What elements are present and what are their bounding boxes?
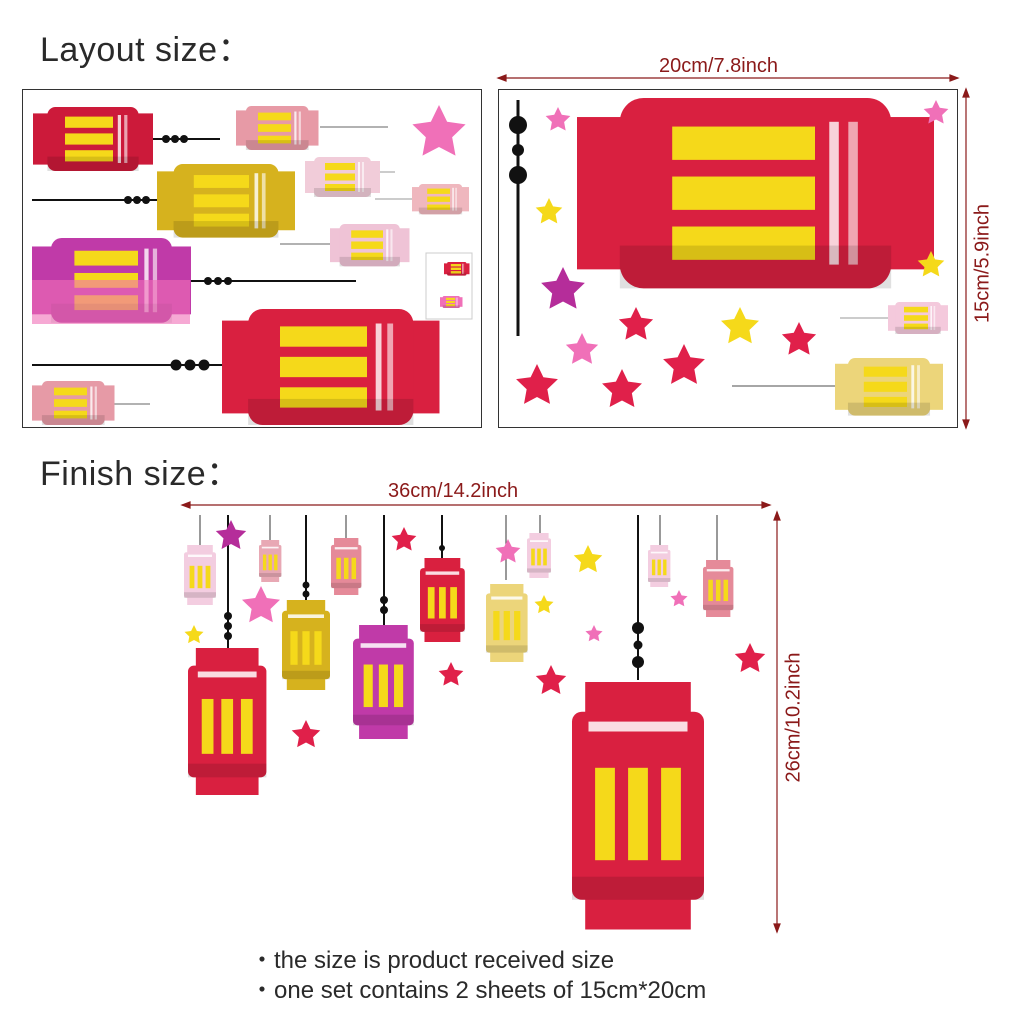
layout-size-heading: Layout size： [40,31,252,69]
note-set-contents: ・one set contains 2 sheets of 15cm*20cm [250,977,707,1004]
finish-size-heading: Finish size： [40,455,241,493]
finish-dimension-lines [180,501,781,934]
sheet-height-label: 15cm/5.9inch [971,204,994,323]
finish-height-label: 26cm/10.2inch [782,652,805,783]
note-received-size: ・the size is product received size [250,947,615,974]
finish-composition [184,515,766,930]
sheet-width-label: 20cm/7.8inch [659,55,778,77]
finish-width-label: 36cm/14.2inch [388,480,519,502]
sheet-dimension-lines [496,74,970,430]
sheet1-lanterns [32,105,473,425]
sheet2-lanterns [509,98,949,416]
